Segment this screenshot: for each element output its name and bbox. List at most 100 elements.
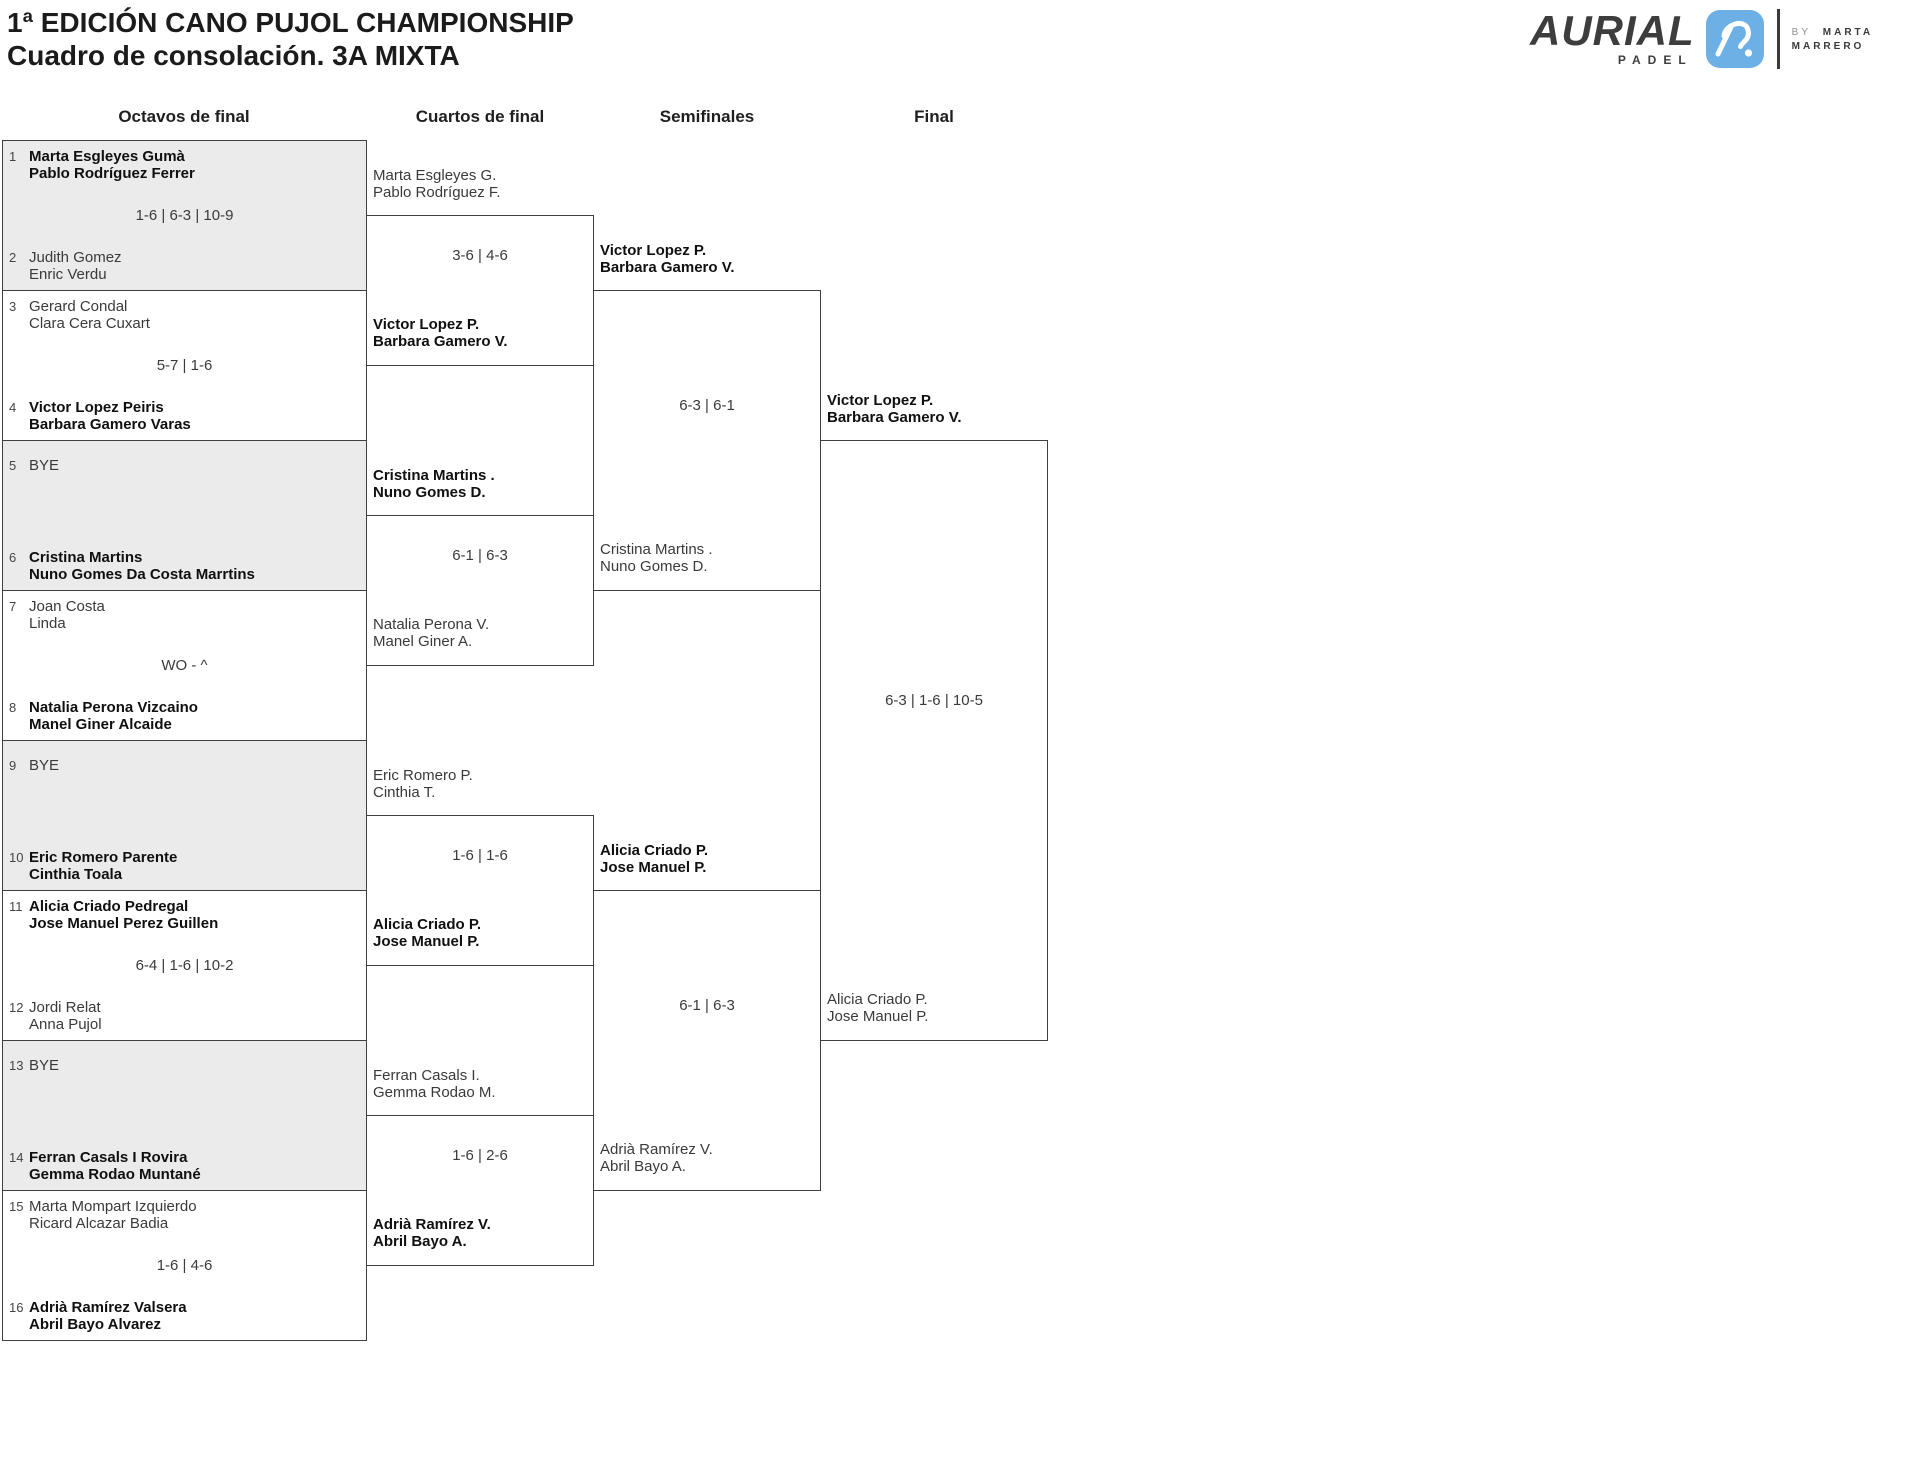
team-name: Victor Lopez P. — [600, 242, 707, 259]
match-score: 6-4 | 1-6 | 10-2 — [135, 957, 234, 974]
team-name: Eric Romero Parente — [29, 849, 178, 866]
bracket-match-qf-2: Cristina Martins . Nuno Gomes D. 6-1 | 6… — [366, 467, 594, 666]
team-name: Jose Manuel P. — [600, 859, 707, 876]
team-name: Jordi Relat — [29, 999, 101, 1016]
bye-label: BYE — [29, 757, 60, 774]
seed-number: 14 — [9, 1150, 24, 1165]
seed-number: 7 — [9, 599, 17, 614]
seed-number: 12 — [9, 1000, 24, 1015]
seed-number: 11 — [9, 899, 23, 914]
match-score: 6-1 | 6-3 — [679, 997, 735, 1014]
qf-team-top: Ferran Casals I. Gemma Rodao M. — [373, 1067, 496, 1101]
team-name: Ferran Casals I. — [373, 1067, 480, 1084]
seed-number: 15 — [9, 1199, 24, 1214]
seed-number: 5 — [9, 458, 17, 473]
team-name: Manel Giner A. — [373, 633, 473, 650]
team-name: Victor Lopez Peiris — [29, 399, 164, 416]
bracket-match-r16-3: 5 BYE 6 Cristina Martins Nuno Gomes Da C… — [2, 440, 367, 591]
seed-number: 4 — [9, 400, 17, 415]
team-name: Barbara Gamero V. — [827, 409, 962, 426]
team-name: Nuno Gomes D. — [600, 558, 708, 575]
seed-number: 3 — [9, 299, 17, 314]
sf-team-bottom: Cristina Martins . Nuno Gomes D. — [600, 541, 713, 575]
team-name: Jose Manuel Perez Guillen — [29, 915, 219, 932]
team-name: Alicia Criado Pedregal — [29, 898, 189, 915]
team-name: Anna Pujol — [29, 1016, 102, 1033]
match-score: 1-6 | 6-3 | 10-9 — [135, 207, 234, 224]
logo-brand: AURIAL PADEL — [1530, 10, 1695, 68]
bracket-match-r16-7: 13 BYE 14 Ferran Casals I Rovira Gemma R… — [2, 1040, 367, 1191]
round-header-final: Final — [914, 107, 954, 126]
bracket-match-r16-5: 9 BYE 10 Eric Romero Parente Cinthia Toa… — [2, 740, 367, 891]
qf-team-top: Eric Romero P. Cinthia T. — [373, 767, 473, 801]
byline-by-label: BY — [1791, 26, 1811, 38]
bracket-match-r16-1: 1 Marta Esgleyes Gumà Pablo Rodríguez Fe… — [2, 140, 367, 291]
team-name: Eric Romero P. — [373, 767, 473, 784]
bracket-match-r16-2: 3 Gerard Condal Clara Cera Cuxart 5-7 | … — [2, 290, 367, 441]
aurial-padel-logo: AURIAL PADEL BY MARTA MARRERO — [1530, 6, 1873, 72]
team-name: Natalia Perona Vizcaino — [29, 699, 198, 716]
team-name: Barbara Gamero Varas — [29, 416, 191, 433]
bracket-match-qf-3: Eric Romero P. Cinthia T. 1-6 | 1-6 Alic… — [366, 767, 594, 966]
team-name: Marta Mompart Izquierdo — [29, 1198, 197, 1215]
team-name: Marta Esgleyes Gumà — [29, 148, 185, 165]
bracket-match-sf-2: Alicia Criado P. Jose Manuel P. 6-1 | 6-… — [593, 842, 821, 1191]
logo-divider — [1776, 9, 1780, 69]
seed-number: 6 — [9, 550, 17, 565]
team-name: Pablo Rodríguez Ferrer — [29, 165, 195, 182]
byline-name-first: MARTA — [1822, 26, 1874, 38]
team-name: Nuno Gomes D. — [373, 484, 486, 501]
qf-team-top: Marta Esgleyes G. Pablo Rodríguez F. — [373, 167, 501, 201]
logo-byline: BY MARTA MARRERO — [1792, 27, 1874, 52]
sf-team-top: Victor Lopez P. Barbara Gamero V. — [600, 242, 735, 276]
team-name: Gemma Rodao M. — [373, 1084, 496, 1101]
bracket-match-r16-4: 7 Joan Costa Linda WO - ^ 8 Natalia Pero… — [2, 590, 367, 741]
bracket-match-sf-1: Victor Lopez P. Barbara Gamero V. 6-3 | … — [593, 242, 821, 591]
sf-team-bottom: Adrià Ramírez V. Abril Bayo A. — [600, 1141, 713, 1175]
team-name: Linda — [29, 615, 66, 632]
qf-team-bottom: Victor Lopez P. Barbara Gamero V. — [373, 316, 508, 350]
seed-number: 1 — [9, 149, 17, 164]
team-name: Ricard Alcazar Badia — [29, 1215, 169, 1232]
team-name: Manel Giner Alcaide — [29, 716, 172, 733]
qf-team-bottom: Adrià Ramírez V. Abril Bayo A. — [373, 1216, 491, 1250]
team-name: Natalia Perona V. — [373, 616, 490, 633]
qf-team-bottom: Alicia Criado P. Jose Manuel P. — [373, 916, 481, 950]
match-score: 1-6 | 4-6 — [156, 1257, 213, 1274]
match-score: 1-6 | 2-6 — [452, 1147, 508, 1164]
bracket-subtitle: Cuadro de consolación. 3A MIXTA — [7, 40, 460, 71]
team-name: Cristina Martins — [29, 549, 143, 566]
round-header-octavos: Octavos de final — [118, 107, 250, 126]
team-name: Alicia Criado P. — [373, 916, 482, 933]
match-score: 5-7 | 1-6 — [156, 357, 213, 374]
byline-name-last: MARRERO — [1791, 40, 1865, 52]
team-name: Barbara Gamero V. — [600, 259, 735, 276]
team-name: Adrià Ramírez V. — [373, 1216, 491, 1233]
team-name: Pablo Rodríguez F. — [373, 184, 501, 201]
logo-brand-sub: PADEL — [1617, 53, 1693, 67]
team-name: Nuno Gomes Da Costa Marrtins — [29, 566, 255, 583]
final-team-bottom: Alicia Criado P. Jose Manuel P. — [827, 991, 928, 1025]
team-name: Marta Esgleyes G. — [373, 167, 497, 184]
team-name: Abril Bayo Alvarez — [29, 1316, 161, 1333]
team-name: Gerard Condal — [29, 298, 128, 315]
team-name: Adrià Ramírez V. — [600, 1141, 713, 1158]
team-name: Adrià Ramírez Valsera — [29, 1299, 187, 1316]
sf-team-top: Alicia Criado P. Jose Manuel P. — [600, 842, 708, 876]
final-team-top: Victor Lopez P. Barbara Gamero V. — [827, 392, 962, 426]
team-name: Victor Lopez P. — [373, 316, 480, 333]
team-name: Abril Bayo A. — [373, 1233, 467, 1250]
qf-team-top: Cristina Martins . Nuno Gomes D. — [373, 467, 495, 501]
seed-number: 8 — [9, 700, 17, 715]
bracket-match-final: Victor Lopez P. Barbara Gamero V. 6-3 | … — [820, 392, 1048, 1041]
team-name: Jose Manuel P. — [373, 933, 480, 950]
team-name: Cinthia T. — [373, 784, 436, 801]
round-header-semifinales: Semifinales — [659, 107, 755, 126]
seed-number: 16 — [9, 1300, 24, 1315]
team-name: Barbara Gamero V. — [373, 333, 508, 350]
team-name: Victor Lopez P. — [827, 392, 934, 409]
team-name: Cristina Martins . — [373, 467, 495, 484]
team-name: Jose Manuel P. — [827, 1008, 929, 1025]
seed-number: 10 — [9, 850, 24, 865]
